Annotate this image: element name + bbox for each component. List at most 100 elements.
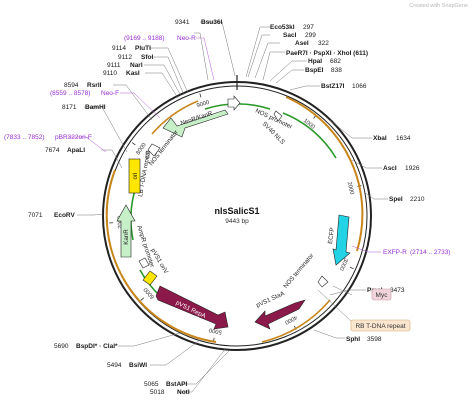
site-rsrii[interactable]: RsrII <box>87 82 102 89</box>
site-pos-spei: 2210 <box>410 196 425 203</box>
site-pos-bsu36i: 9341 <box>175 19 190 26</box>
site-bstz17i[interactable]: BstZ17I <box>321 83 345 90</box>
ruler-tick <box>349 266 354 270</box>
site-pos-sfoi: 9112 <box>118 54 132 61</box>
primer-neo-f[interactable]: Neo-F <box>101 90 119 97</box>
span-arc-top <box>151 100 199 135</box>
primer-range-exfp-r: (2714 .. 2733) <box>410 249 450 256</box>
primer-range-pbr322ori-f: (7833 .. 7852) <box>4 134 44 141</box>
feature-sv40-nls[interactable] <box>273 110 283 122</box>
site-bamhi[interactable]: BamHI <box>85 104 106 111</box>
site-pos-asci: 1926 <box>405 165 420 172</box>
feature-pvs1-repa[interactable] <box>155 285 229 330</box>
site-pos-rsrii: 8594 <box>64 82 79 89</box>
site-pos-ecorv: 7071 <box>28 212 43 219</box>
site-bspei[interactable]: BspEI <box>305 67 324 74</box>
site-nari[interactable]: NarI <box>130 62 143 69</box>
site-pos-bsiwi: 5494 <box>107 362 122 369</box>
site-asci[interactable]: AscI <box>383 165 397 172</box>
primer-neo-r[interactable]: Neo-R <box>177 35 196 42</box>
site-pos-xbai: 1634 <box>396 135 411 142</box>
rb-tdna-repeat[interactable]: RB T-DNA repeat <box>317 289 411 332</box>
site-pos-noti: 5018 <box>150 389 165 396</box>
site-pos-apali: 7674 <box>45 147 60 154</box>
site-eco53ki[interactable]: Eco53kI <box>270 24 295 31</box>
ruler-tick-label: 4000 <box>284 314 298 325</box>
site-bspdi-clai[interactable]: BspDI* · ClaI* <box>76 343 118 350</box>
feature-pvs1-oriv[interactable] <box>142 270 158 286</box>
primer-range-neo-r: (9169 .. 9188) <box>124 35 164 42</box>
site-pos-saci: 299 <box>305 32 316 39</box>
svg-text:9341: 9341 <box>175 19 190 26</box>
site-sfoi[interactable]: SfoI <box>141 54 153 61</box>
plasmid-name: nlsSalicS1 <box>214 206 259 216</box>
site-pos-pmei: 3473 <box>390 287 405 294</box>
feature-label-kanr: KanR <box>123 229 130 245</box>
site-pos-bamhi: 8171 <box>62 104 77 111</box>
site-pluti[interactable]: PluTI <box>135 45 151 52</box>
site-apali[interactable]: ApaLI <box>67 147 85 154</box>
site-pos-sphi: 3598 <box>367 336 382 343</box>
feature-ecfp[interactable] <box>332 214 351 266</box>
feature-nos-terminator-top[interactable] <box>147 143 161 157</box>
site-noti[interactable]: NotI <box>177 389 190 396</box>
site-pos-pluti: 9114 <box>112 45 126 52</box>
feature-nos-promoter[interactable] <box>227 95 241 111</box>
feature-nos-terminator-right[interactable] <box>317 275 329 288</box>
feature-neor-kanr[interactable] <box>162 109 229 138</box>
primer-leaders <box>68 37 381 253</box>
site-spei[interactable]: SpeI <box>389 196 403 203</box>
ruler-tick-label: 5000 <box>209 326 223 334</box>
rb-tdna-repeat-label: RB T-DNA repeat <box>355 323 405 330</box>
site-bsu36i[interactable]: Bsu36I <box>201 19 223 26</box>
site-pos-clai: 5690 <box>54 343 69 350</box>
plasmid-length: 9443 bp <box>225 218 249 225</box>
feature-label-pvs1-staa: pVS1 StaA <box>255 290 286 310</box>
span-arc-right <box>285 96 364 252</box>
ruler-tick <box>140 297 145 301</box>
feature-label-nos-promoter: NOS promoter <box>254 107 293 130</box>
site-paer7i-pspxi-xhoi[interactable]: PaeR7I · PspXI · XhoI (611) <box>286 50 368 57</box>
watermark-text: Created with SnapGene <box>409 3 468 9</box>
primer-arc-right <box>282 112 337 159</box>
site-pos-nari: 9111 <box>107 62 121 69</box>
ruler-tick <box>199 93 202 98</box>
ruler-tick-label: 2000 <box>346 181 355 195</box>
ruler-tick-label: 3000 <box>338 257 349 271</box>
ruler-tick-label: 9000 <box>196 100 210 109</box>
feature-pvs1-staa[interactable] <box>254 299 306 330</box>
site-bsiwi[interactable]: BsiWI <box>129 362 147 369</box>
site-pos-bspei: 838 <box>331 67 342 74</box>
site-pos-hpai: 682 <box>330 58 341 65</box>
feature-label-nos-terminator-right: NOS terminator <box>282 252 315 289</box>
primer-exfp-r[interactable]: EXFP-R <box>383 249 407 256</box>
site-hpai[interactable]: HpaI <box>308 58 322 65</box>
primer-pbr322ori-f[interactable]: pBR322ori-F <box>55 134 92 141</box>
span-arc-left <box>105 169 217 343</box>
myc-label: Myc <box>376 292 389 299</box>
primer-range-neo-f: (8559 .. 8578) <box>50 90 90 97</box>
ruler-tick <box>131 142 136 146</box>
site-bstapi[interactable]: BstAPI <box>166 381 188 388</box>
feature-lb-tdna-repeat[interactable] <box>145 151 150 159</box>
site-pos-bstapi: 5065 <box>144 381 159 388</box>
site-ecorv[interactable]: EcoRV <box>54 212 75 219</box>
feature-ori[interactable] <box>128 158 141 194</box>
site-asei[interactable]: AseI <box>295 40 309 47</box>
feature-label-ecfp: ECFP <box>327 227 336 244</box>
backbone-outer <box>102 81 372 351</box>
myc-tag[interactable]: Myc <box>332 285 392 301</box>
site-kasi[interactable]: KasI <box>126 70 140 77</box>
site-pos-asei: 322 <box>318 40 329 47</box>
site-saci[interactable]: SacI <box>283 32 297 39</box>
primer-labels: (9169 .. 9188) Neo-R (8559 .. 8578) Neo-… <box>4 35 450 256</box>
site-sphi[interactable]: SphI <box>346 336 360 343</box>
site-xbai[interactable]: XbaI <box>373 135 387 142</box>
restriction-site-labels: 9341 Bsu36I Eco53kI 297 SacI 299 AseI 32… <box>28 19 425 396</box>
feature-ampr-promoter[interactable] <box>138 257 150 269</box>
site-pos-kasi: 9110 <box>103 70 117 77</box>
feature-kanr[interactable] <box>116 204 136 258</box>
site-leaders <box>77 21 388 393</box>
site-pos-bstz17i: 1066 <box>352 83 367 90</box>
